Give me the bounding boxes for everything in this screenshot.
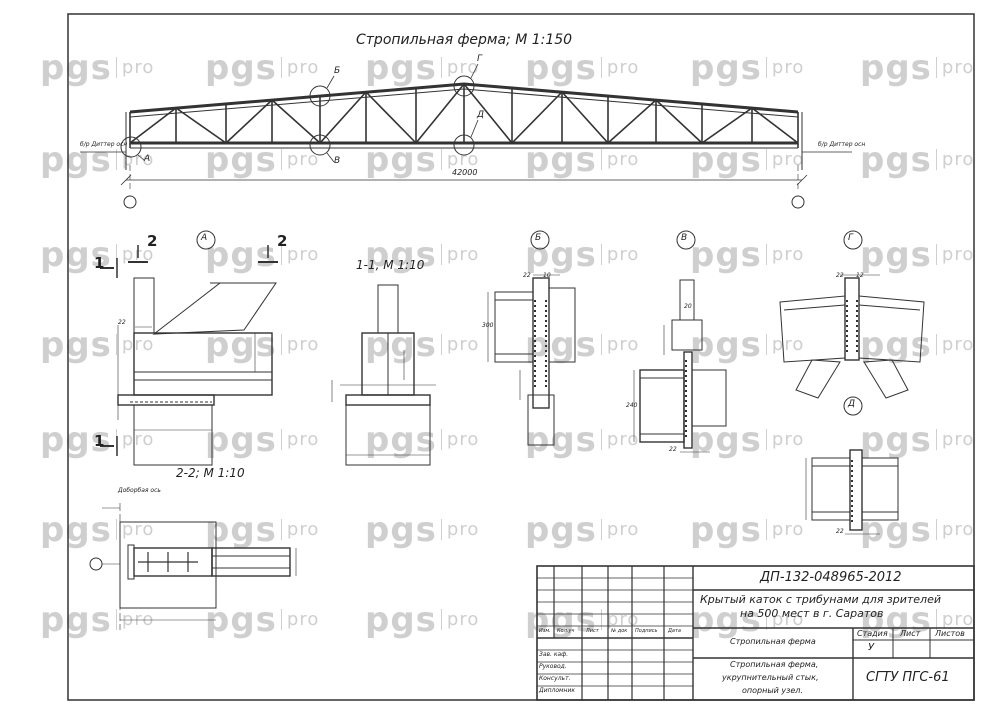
col-header-date: Дата [668,628,681,634]
node-v-detail [633,230,727,453]
section-mark-2-right: 2 [277,232,288,250]
dim-label: 10 [543,272,551,279]
node-d-detail [805,449,899,535]
section-2-2-detail [89,503,297,630]
dim-label: 22 [523,272,531,279]
organization: СГТУ ПГС-61 [866,670,950,685]
dim-label: 240 [626,402,638,409]
col-header-kol: Кол.уч [557,628,575,634]
node-callout-a [120,136,142,158]
truss-node-label-g: Г [477,54,483,64]
dim-label: 12 [856,272,864,279]
node-callout-g [453,75,475,97]
role-label: Консульт. [539,675,571,682]
section-1-1-title: 1-1, М 1:10 [356,258,425,272]
detail-label-v: В [681,233,688,243]
sheets-header: Листов [935,629,965,638]
truss-node-label-v: В [334,156,341,166]
stage-value: У [868,642,875,653]
detail-label-g: Г [848,233,854,243]
section-2-2-title: 2-2; М 1:10 [176,466,245,480]
node-callout-b [309,85,331,107]
dim-label: 22 [836,528,844,535]
project-name-line-1: Крытый каток с трибунами для зрителей [700,593,941,606]
node-callout-d [453,134,475,156]
detail-label-d: Д [848,399,856,409]
section-1-1-detail [331,284,436,466]
truss-node-label-d: Д [477,110,485,120]
stage-header: Стадия [857,629,888,638]
title-block-frame [536,565,975,701]
sheet-frame [67,13,975,701]
section-name: Стропильная ферма [730,637,816,646]
span-dimension-label: 42000 [452,168,478,177]
section-mark-2-left: 2 [147,232,158,250]
sheet-header: Лист [900,629,921,638]
role-label: Зав. каф. [539,651,569,658]
project-name-line-2: на 500 мест в г. Саратов [740,607,884,620]
role-label: Руковод. [539,663,567,670]
sheet-content-line-1: Стропильная ферма, [730,660,819,669]
col-header-doc: № док [611,628,628,634]
section-mark-1-bottom: 1 [94,432,105,450]
section-mark-1-top: 1 [94,254,105,272]
role-label: Дипломник [539,687,575,694]
dim-label: 20 [684,303,692,310]
truss-main-title: Стропильная ферма; М 1:150 [356,32,573,48]
dim-label: 300 [482,322,494,329]
dim-label: 22 [669,446,677,453]
section-2-2-axis-label: Доборбая ось [118,487,161,494]
node-b-detail [487,230,576,446]
truss-node-label-a: А [144,154,151,164]
truss-elevation [80,63,852,209]
detail-label-a: А [201,233,208,243]
col-header-list: Лист [586,628,599,634]
col-header-sign: Подпись [635,628,658,634]
doc-code: ДП-132-048965-2012 [760,570,902,585]
col-header-izm: Изм. [539,628,551,634]
truss-node-label-b: Б [334,66,341,76]
dim-label: 22 [836,272,844,279]
detail-label-b: Б [535,233,542,243]
node-callout-v [309,134,331,156]
axis-label-right: б/р Диттер осн [818,141,866,148]
node-g-detail [779,230,925,416]
axis-label-left: б/р Диттер осн [80,141,128,148]
node-a-detail [100,230,278,466]
dim-label: 22 [118,319,126,326]
sheet-content-line-3: опорный узел. [742,686,803,695]
sheet-content-line-2: укрупнительный стык, [722,673,819,682]
